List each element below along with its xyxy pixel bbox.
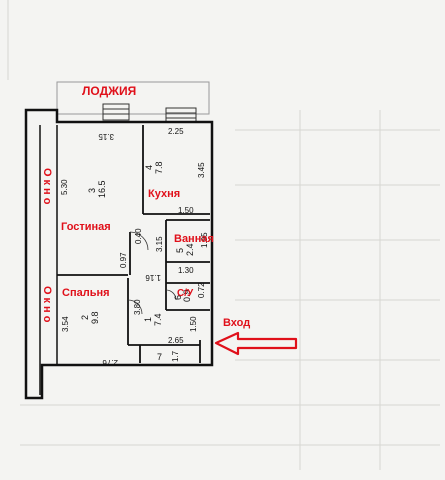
label-window-bottom: Окно	[41, 286, 53, 325]
room-wc-num: 6	[173, 295, 183, 300]
dim-partition-1: 3.15	[155, 236, 164, 252]
room-bath-num: 5	[175, 248, 185, 253]
label-loggia: ЛОДЖИЯ	[82, 84, 136, 98]
dim-kitchen-height: 3.45	[197, 162, 206, 178]
dim-kitchen-width: 1.50	[178, 206, 194, 215]
room-kitchen-num: 4	[144, 165, 154, 170]
room-kitchen-area: 7.8	[154, 161, 164, 174]
dim-corridor: 3.80	[133, 299, 142, 315]
label-kitchen: Кухня	[148, 188, 180, 200]
room-closet-num: 7	[157, 352, 162, 362]
label-living: Гостиная	[61, 221, 111, 233]
dimension-labels: 3.15 2.25 5.30 3.45 1.50 3.15 0.40 0.97 …	[60, 127, 209, 367]
dim-small-1: 1.7	[171, 350, 180, 362]
loggia	[56, 81, 210, 123]
room-bedroom-area: 9.8	[90, 311, 100, 324]
room-hall-area: 7.4	[153, 313, 163, 326]
room-living-area: 16.5	[97, 180, 107, 198]
dim-partition-2: 0.40	[134, 228, 143, 244]
dim-living-height: 5.30	[60, 179, 69, 195]
label-window-top: Окно	[41, 168, 53, 207]
label-bath: Ванная	[174, 233, 214, 245]
dim-wc-height: 0.72	[197, 282, 206, 298]
dim-hall-height: 1.50	[189, 316, 198, 332]
interior-walls	[57, 125, 210, 363]
label-entrance: Вход	[223, 317, 250, 329]
entrance-arrow	[214, 331, 298, 356]
dim-partition-3: 0.97	[119, 252, 128, 268]
dim-bath-width: 1.16	[145, 273, 161, 282]
dim-wc-width: 1.30	[178, 266, 194, 275]
room-wc-area: 0.9	[182, 289, 192, 302]
room-living-num: 3	[87, 188, 97, 193]
dim-top-left: 3.15	[98, 132, 114, 141]
room-markers: 3 16.5 4 7.8 5 2.4 6 0.9 2 9.8 1 7.4 7	[80, 161, 195, 362]
room-bedroom-num: 2	[80, 315, 90, 320]
label-bedroom: Спальня	[62, 287, 110, 299]
outer-walls	[24, 108, 214, 400]
dim-bedroom-height: 3.54	[61, 316, 70, 332]
label-wc: С/У	[177, 288, 194, 299]
dim-bedroom-width: 2.76	[102, 358, 118, 367]
doors	[127, 231, 177, 315]
room-labels: ЛОДЖИЯ Окно Окно Гостиная Кухня Ванная С…	[41, 84, 250, 329]
background-form	[7, 0, 440, 470]
room-bath-area: 2.4	[185, 243, 195, 256]
dim-bath-height: 1.95	[200, 232, 209, 248]
room-hall-num: 1	[143, 317, 153, 322]
dim-top-right: 2.25	[168, 127, 184, 136]
dim-hall-width: 2.65	[168, 336, 184, 345]
